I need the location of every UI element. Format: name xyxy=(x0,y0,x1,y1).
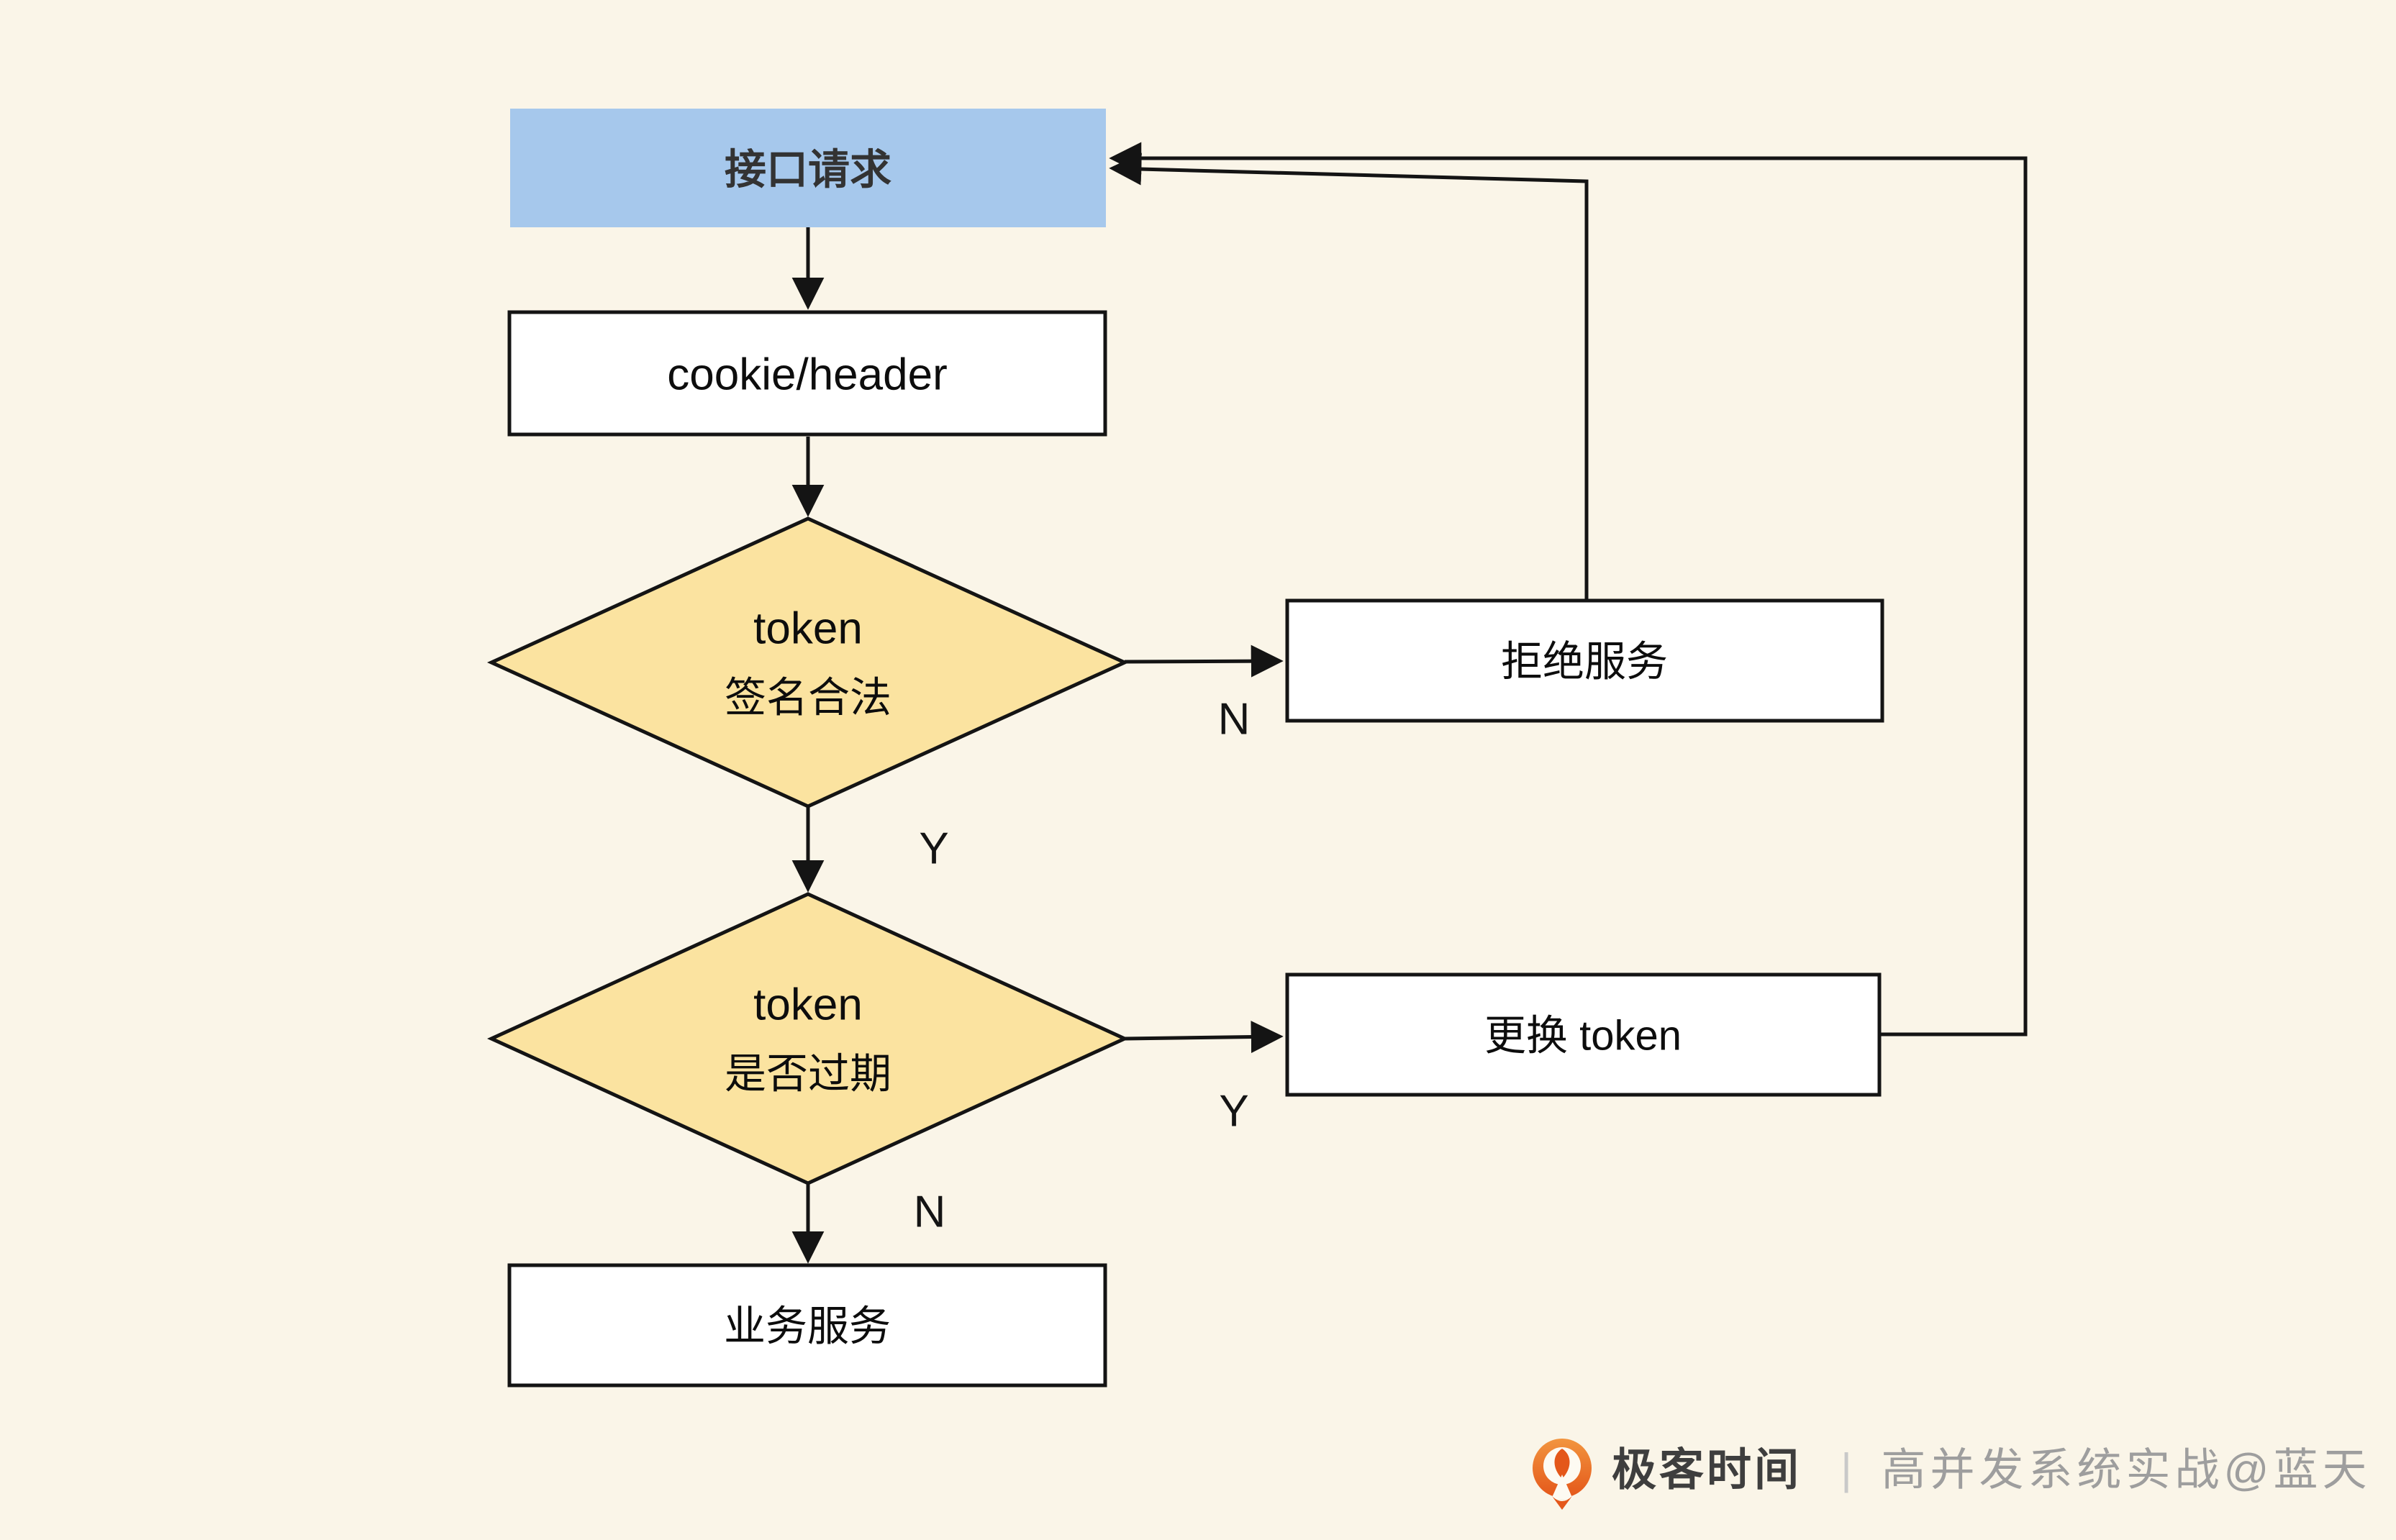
node-reject-service: 拒绝服务 xyxy=(1285,598,1884,723)
replace-token-box xyxy=(1285,972,1882,1097)
edge-expire-yes-to-replace xyxy=(1124,1021,1284,1054)
decision-expire-diamond xyxy=(486,892,1130,1185)
node-cookie-header: cookie/header xyxy=(507,310,1107,437)
reject-service-label: 拒绝服务 xyxy=(1501,639,1668,685)
edge-label-expire-no: N xyxy=(914,1188,946,1237)
node-decision-expire: token 是否过期 xyxy=(486,892,1130,1185)
decision-signature-diamond xyxy=(486,516,1130,808)
edge-reject-loop-to-start xyxy=(1109,152,1589,601)
edge-labels: N Y Y N xyxy=(914,695,1251,1237)
decision-expire-line1: token xyxy=(753,980,863,1030)
node-business-service: 业务服务 xyxy=(507,1263,1107,1388)
start-label: 接口请求 xyxy=(725,147,891,193)
decision-signature-line1: token xyxy=(753,604,863,654)
flow-edges xyxy=(791,142,2028,1264)
business-service-label: 业务服务 xyxy=(724,1303,891,1350)
edge-label-sign-yes: Y xyxy=(919,824,948,874)
watermark-separator: | xyxy=(1841,1445,1852,1493)
node-start: 接口请求 xyxy=(510,109,1106,227)
watermark-brand: 极客时间 xyxy=(1612,1446,1802,1495)
watermark-caption: 高并发系统实战@蓝天 xyxy=(1882,1446,2372,1495)
reject-service-box xyxy=(1285,598,1884,723)
edge-label-sign-no: N xyxy=(1218,695,1251,744)
start-box xyxy=(510,109,1106,227)
cookie-header-box xyxy=(507,310,1107,437)
geektime-logo-icon xyxy=(1533,1439,1592,1510)
node-decision-signature: token 签名合法 xyxy=(486,516,1130,808)
cookie-header-label: cookie/header xyxy=(667,350,948,400)
decision-expire-line2: 是否过期 xyxy=(725,1051,891,1098)
watermark: 极客时间 | 高并发系统实战@蓝天 xyxy=(1533,1439,2372,1510)
decision-signature-line2: 签名合法 xyxy=(725,675,891,721)
node-replace-token: 更换 token xyxy=(1285,972,1882,1097)
edge-replace-loop-to-start xyxy=(1109,142,2028,1036)
replace-token-label: 更换 token xyxy=(1484,1013,1682,1060)
business-service-box xyxy=(507,1263,1107,1388)
edge-sign-no-to-reject xyxy=(1124,644,1284,678)
edge-label-expire-yes: Y xyxy=(1219,1087,1248,1136)
